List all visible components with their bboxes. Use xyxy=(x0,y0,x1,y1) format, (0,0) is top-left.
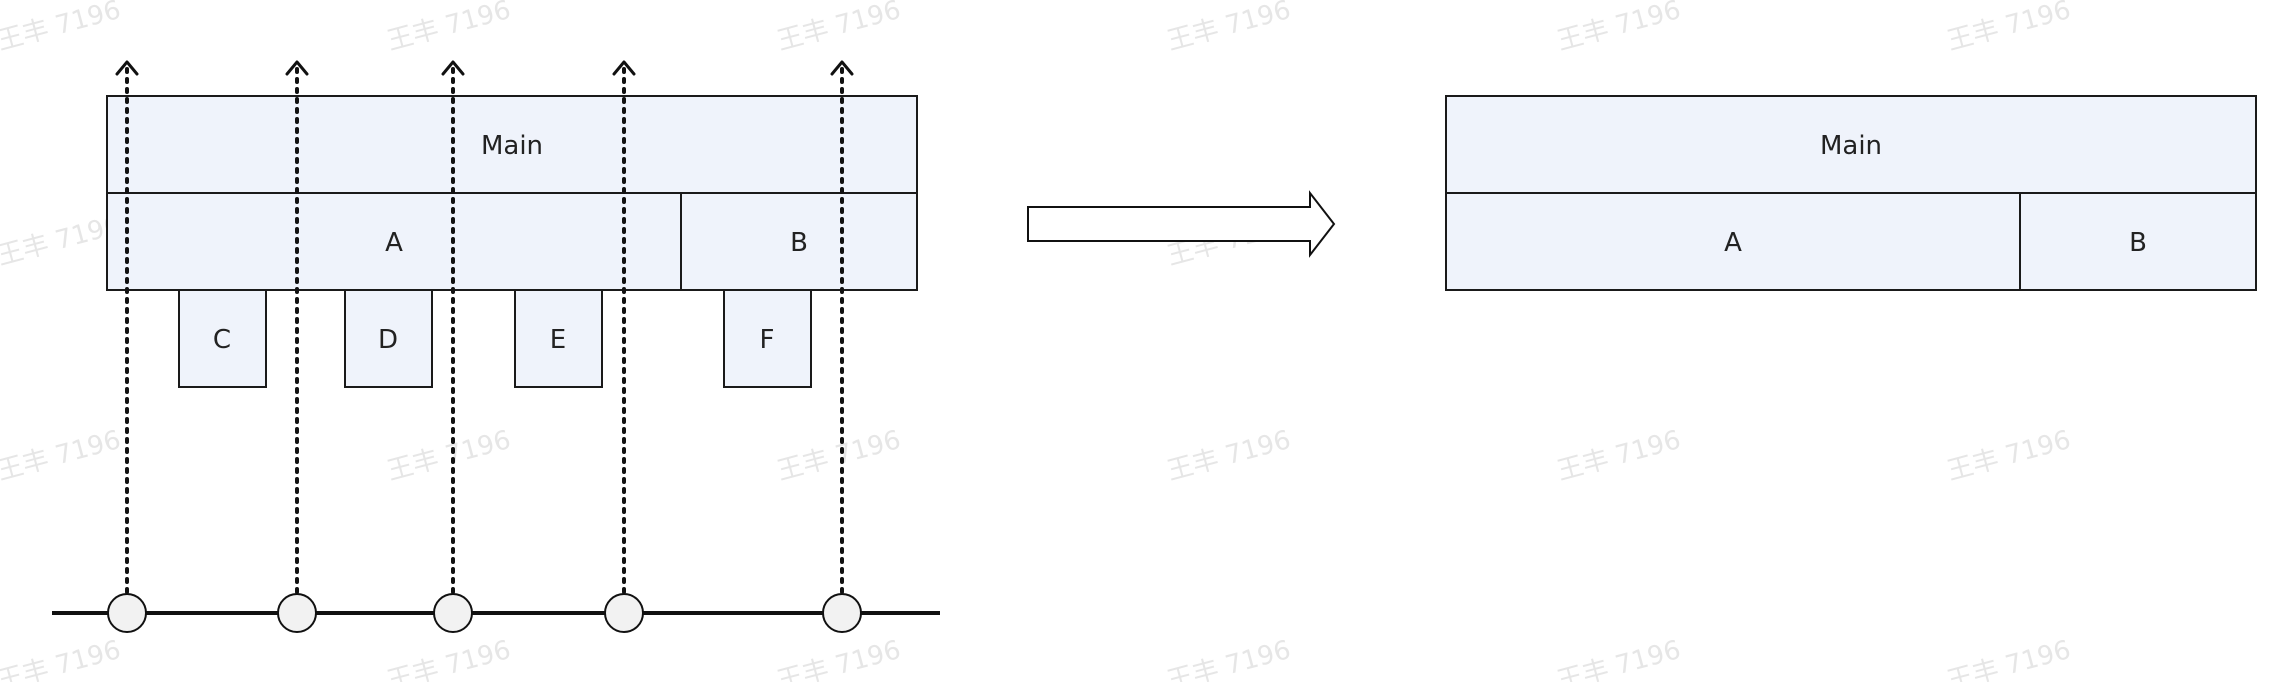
dotted-arrow-4 xyxy=(612,60,636,594)
watermark: 王丰 7196 xyxy=(1554,425,1684,487)
before-d-label: D xyxy=(378,325,398,355)
dotted-arrow-1 xyxy=(115,60,139,594)
watermark: 王丰 7196 xyxy=(0,425,124,487)
dotted-arrow-3 xyxy=(441,60,465,594)
watermark: 王丰 7196 xyxy=(1944,425,2074,487)
before-c-box xyxy=(178,289,267,388)
watermark: 王丰 7196 xyxy=(0,210,124,272)
transform-arrow-icon xyxy=(1027,190,1336,258)
watermark: 王丰 7196 xyxy=(1164,635,1294,682)
watermark: 王丰 7196 xyxy=(1554,635,1684,682)
dotted-arrow-5 xyxy=(830,60,854,594)
dotted-arrow-2 xyxy=(285,60,309,594)
timeline-node xyxy=(433,593,473,633)
watermark: 王丰 7196 xyxy=(384,635,514,682)
before-a-box xyxy=(106,192,682,291)
after-b-box xyxy=(2019,192,2257,291)
before-diagram: Main A B C D E F xyxy=(52,60,940,633)
after-main-box xyxy=(1445,95,2257,194)
after-b-label: B xyxy=(2129,228,2147,258)
watermark: 王丰 7196 xyxy=(1554,0,1684,57)
watermark: 王丰 7196 xyxy=(1944,0,2074,57)
timeline-node xyxy=(277,593,317,633)
watermark: 王丰 7196 xyxy=(0,0,124,57)
watermark: 王丰 7196 xyxy=(774,0,904,57)
watermark: 王丰 7196 xyxy=(1944,635,2074,682)
before-c-label: C xyxy=(213,325,231,355)
watermark: 王丰 7196 xyxy=(1164,425,1294,487)
timeline-node xyxy=(822,593,862,633)
before-d-box xyxy=(344,289,433,388)
before-f-label: F xyxy=(760,325,775,355)
after-diagram: Main A B xyxy=(1445,95,2257,291)
watermark: 王丰 7196 xyxy=(1164,0,1294,57)
timeline-node xyxy=(604,593,644,633)
before-main-box xyxy=(106,95,918,194)
before-f-box xyxy=(723,289,812,388)
before-b-box xyxy=(680,192,918,291)
watermark: 王丰 7196 xyxy=(774,425,904,487)
after-a-box xyxy=(1445,192,2021,291)
before-e-box xyxy=(514,289,603,388)
after-main-label: Main xyxy=(1820,131,1882,161)
before-a-label: A xyxy=(385,228,403,258)
before-e-label: E xyxy=(550,325,566,355)
watermark: 王丰 7196 xyxy=(774,635,904,682)
after-a-label: A xyxy=(1724,228,1742,258)
watermark: 王丰 7196 xyxy=(0,635,124,682)
watermark: 王丰 7196 xyxy=(384,0,514,57)
watermark: 王丰 7196 xyxy=(384,425,514,487)
before-main-label: Main xyxy=(481,131,543,161)
before-b-label: B xyxy=(790,228,808,258)
timeline-node xyxy=(107,593,147,633)
